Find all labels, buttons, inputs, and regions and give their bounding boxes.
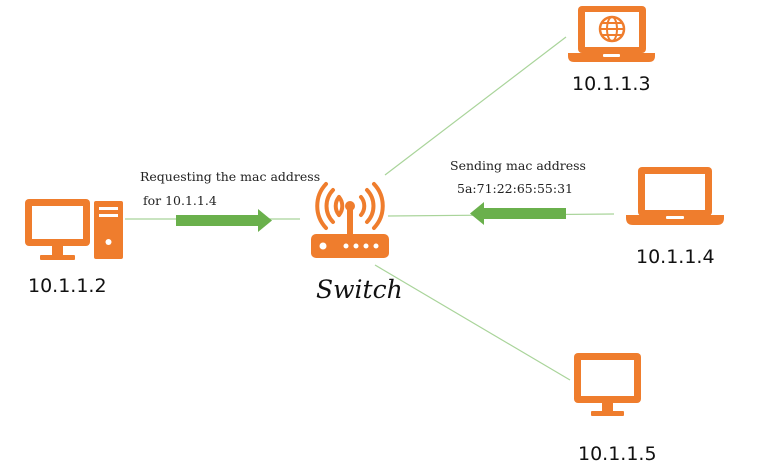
laptop-globe-icon <box>568 6 655 62</box>
reply-arrow <box>470 202 566 225</box>
reply-message-line2: 5a:71:22:65:55:31 <box>457 181 573 196</box>
monitor-bottom-ip-label: 10.1.1.5 <box>578 443 657 465</box>
laptop-top-ip-label: 10.1.1.3 <box>572 73 651 95</box>
request-arrow <box>176 209 272 232</box>
laptop-mid-ip-label: 10.1.1.4 <box>636 246 715 268</box>
wifi-router-icon <box>311 182 389 258</box>
link-switch-laptop-top <box>384 36 567 176</box>
laptop-icon <box>626 167 724 225</box>
pc-left-ip-label: 10.1.1.2 <box>28 275 107 297</box>
link-switch-monitor <box>374 264 571 381</box>
monitor-icon <box>574 353 641 416</box>
reply-message-line1: Sending mac address <box>450 158 586 173</box>
desktop-tower-icon <box>25 199 123 260</box>
request-message-line2: for 10.1.1.4 <box>143 193 217 208</box>
request-message-line1: Requesting the mac address <box>140 169 320 184</box>
switch-label: Switch <box>316 275 403 304</box>
